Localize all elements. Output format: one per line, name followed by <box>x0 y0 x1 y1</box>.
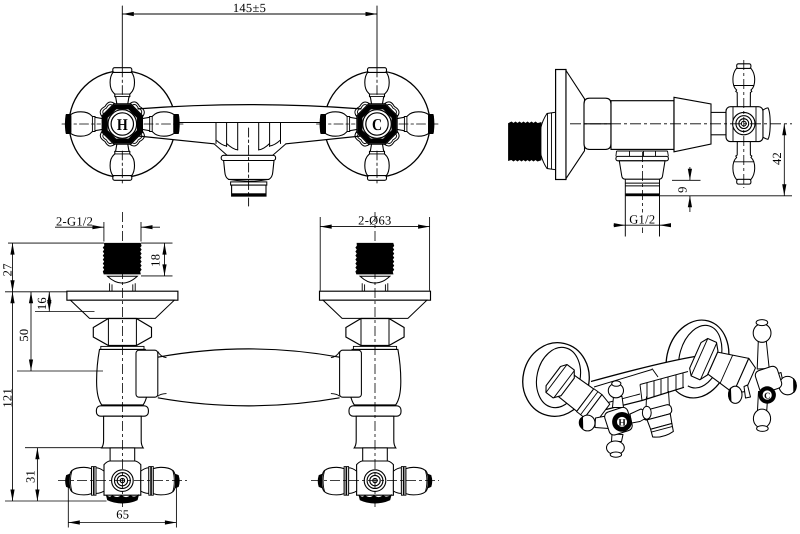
svg-text:18: 18 <box>148 254 162 267</box>
svg-text:C: C <box>764 390 770 400</box>
svg-text:121: 121 <box>1 388 15 408</box>
svg-text:31: 31 <box>24 470 38 483</box>
svg-text:H: H <box>618 418 626 428</box>
svg-text:16: 16 <box>35 297 49 310</box>
svg-text:H: H <box>117 115 128 134</box>
svg-text:50: 50 <box>17 329 31 342</box>
svg-text:42: 42 <box>770 152 784 165</box>
svg-text:9: 9 <box>676 186 690 193</box>
svg-text:145±5: 145±5 <box>233 1 266 15</box>
svg-text:G1/2: G1/2 <box>629 212 655 226</box>
svg-text:2-G1/2: 2-G1/2 <box>56 214 93 228</box>
svg-text:2-Ø63: 2-Ø63 <box>358 214 391 228</box>
svg-text:27: 27 <box>1 263 15 276</box>
svg-text:C: C <box>372 115 382 134</box>
svg-text:65: 65 <box>116 508 129 522</box>
